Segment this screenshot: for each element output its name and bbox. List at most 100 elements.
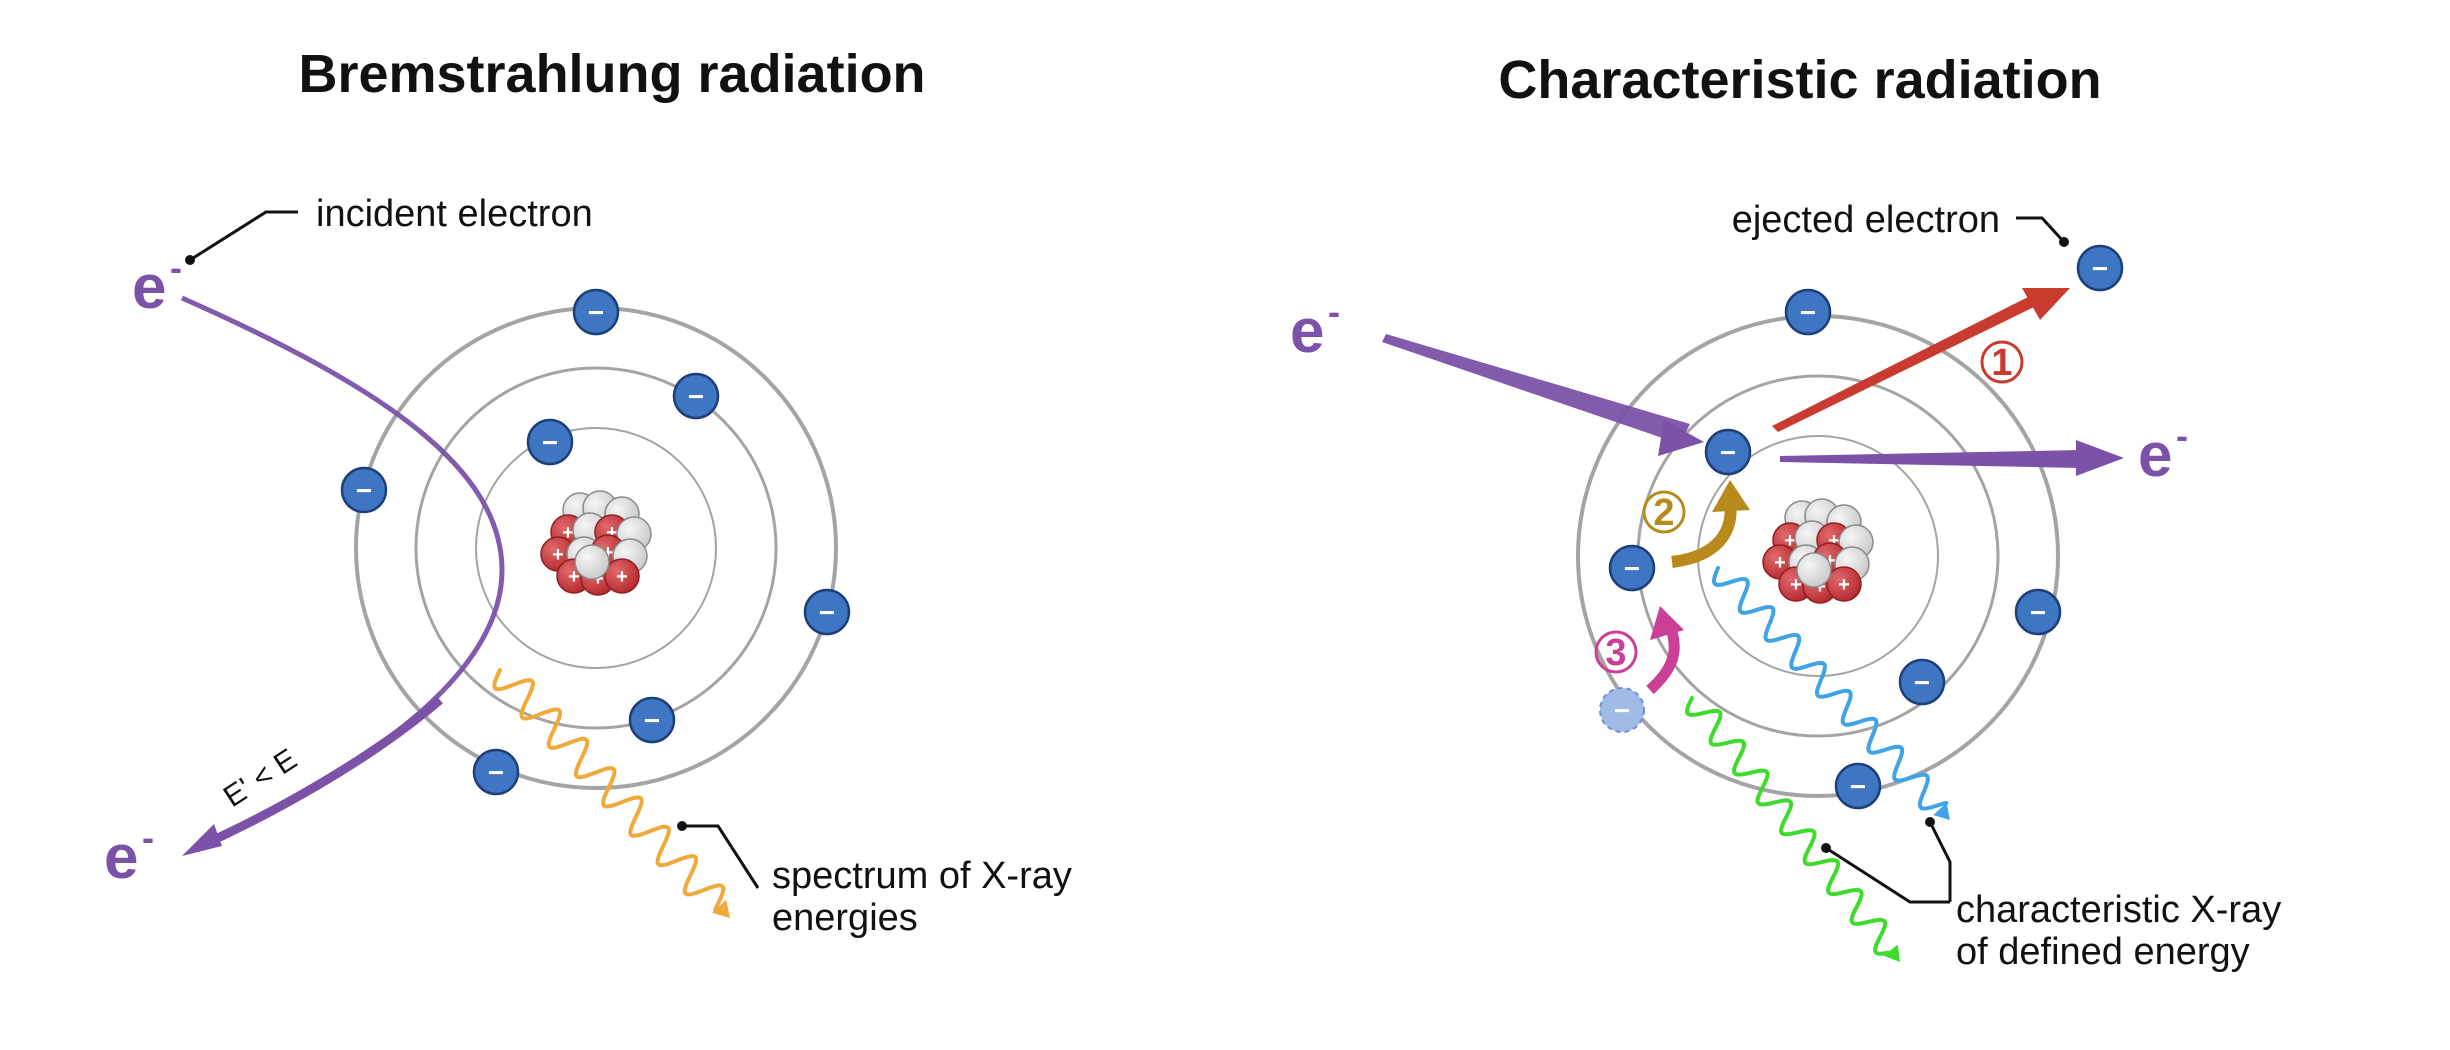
deflected-electron-symbol: e — [104, 823, 138, 892]
electron: − — [803, 588, 851, 636]
characteristic-leader-inner — [1928, 821, 1952, 902]
scattered-electron-charge: - — [2176, 415, 2188, 456]
bremsstrahlung-title: Bremstrahlung radiation — [298, 44, 925, 104]
ejection-arrow — [1772, 296, 2036, 432]
incident-electron-charge: - — [170, 247, 182, 288]
bremsstrahlung-xray-wave — [492, 668, 726, 912]
ejection-arrowhead — [2022, 288, 2070, 320]
step2-marker: 2 — [1642, 490, 1686, 534]
characteristic-leader-outer-dot — [1821, 843, 1831, 853]
bremsstrahlung-xray-arrowhead — [712, 899, 730, 918]
incident-electron-label: incident electron — [316, 193, 593, 235]
orbital-electrons: − − − − − − − — [340, 288, 851, 796]
characteristic-leader-outer — [1825, 846, 1950, 904]
characteristic-panel: Characteristic radiation +++++++ − − − − − − − — [1290, 50, 2281, 973]
scattered-electron-symbol: e — [2138, 421, 2172, 490]
incident-electron-leader — [189, 210, 298, 262]
orbital-electrons: − − − − − − − — [1608, 244, 2124, 810]
incident-electron-leader-dot — [185, 255, 195, 265]
electron-charge: − — [1800, 297, 1816, 328]
electron: − — [340, 466, 388, 514]
proton-charge: + — [1828, 530, 1840, 552]
electron-charge: − — [819, 597, 835, 628]
proton-charge: + — [1774, 552, 1786, 574]
spectrum-label-line1: spectrum of X-ray — [772, 855, 1072, 897]
incident-electron-arrowhead — [1658, 420, 1704, 456]
characteristic-xray-arrowhead-outer — [1883, 944, 1900, 962]
step1-number: 1 — [1991, 342, 2012, 384]
characteristic-xray-wave-inner — [1711, 566, 1949, 811]
vacancy-charge: − — [1614, 695, 1630, 726]
incident-electron-charge: - — [1328, 291, 1340, 332]
proton-charge: + — [616, 566, 628, 588]
middle-orbit — [414, 366, 778, 730]
ejected-electron-label: ejected electron — [1732, 199, 2000, 241]
step2-arrowhead — [1712, 480, 1750, 512]
proton-charge: + — [602, 542, 614, 564]
electron-charge: − — [488, 757, 504, 788]
electron-charge: − — [356, 475, 372, 506]
characteristic-label-line2: of defined energy — [1956, 931, 2250, 973]
electron-charge: − — [644, 705, 660, 736]
electron: − — [526, 418, 574, 466]
proton: + — [1826, 566, 1862, 602]
spectrum-leader-dot — [677, 821, 687, 831]
proton-charge: + — [1814, 576, 1826, 598]
incident-electron-symbol: e — [132, 253, 166, 322]
scattered-electron-arrow — [1780, 450, 2080, 468]
proton-charge: + — [562, 522, 574, 544]
electron-charge: − — [588, 297, 604, 328]
electron-charge: − — [1624, 553, 1640, 584]
neutron — [574, 544, 610, 580]
inner-orbit — [475, 427, 717, 669]
nucleus: +++++++ — [1762, 498, 1874, 604]
electron: − — [2014, 588, 2062, 636]
bremsstrahlung-panel: Bremstrahlung radiation +++++++ −−−−−−− … — [104, 44, 1072, 939]
electron: − — [1704, 428, 1752, 476]
deflected-electron-path — [194, 696, 443, 853]
proton-charge: + — [552, 544, 564, 566]
electron-charge: − — [1850, 771, 1866, 802]
electron-charge: − — [688, 381, 704, 412]
proton-charge: + — [592, 568, 604, 590]
proton-charge: + — [606, 522, 618, 544]
neutron — [1796, 552, 1832, 588]
electron-charge: − — [1914, 667, 1930, 698]
step3-arrowhead — [1650, 606, 1684, 640]
proton-charge: + — [568, 566, 580, 588]
electron: − — [1898, 658, 1946, 706]
electron: − — [2076, 244, 2124, 292]
deflected-electron-arrowhead — [182, 824, 222, 856]
incident-electron-symbol: e — [1290, 297, 1324, 366]
electron-charge: − — [542, 427, 558, 458]
vacancy-electron: − — [1599, 687, 1645, 733]
electron-charge: − — [2092, 253, 2108, 284]
step3-marker: 3 — [1594, 630, 1638, 674]
electron: − — [672, 372, 720, 420]
proton: + — [604, 558, 640, 594]
electron: − — [472, 748, 520, 796]
electron: − — [1784, 288, 1832, 336]
electron: − — [572, 288, 620, 336]
characteristic-leader-inner-dot — [1925, 817, 1935, 827]
step2-number: 2 — [1653, 492, 1674, 534]
electron: − — [1608, 544, 1656, 592]
proton-charge: + — [1790, 574, 1802, 596]
incident-electron-arrow — [1382, 334, 1690, 444]
spectrum-label-line2: energies — [772, 897, 918, 939]
characteristic-xray-wave-outer — [1684, 696, 1890, 956]
nucleus: +++++++ — [540, 490, 652, 596]
proton-charge: + — [1824, 550, 1836, 572]
electron: − — [1834, 762, 1882, 810]
electron: − — [628, 696, 676, 744]
electron-charge: − — [1720, 437, 1736, 468]
spectrum-leader — [682, 824, 760, 889]
characteristic-label-line1: characteristic X-ray — [1956, 889, 2281, 931]
proton-charge: + — [1838, 574, 1850, 596]
ejected-electron-leader — [2016, 216, 2066, 244]
characteristic-xray-arrowhead-inner — [1933, 802, 1950, 820]
characteristic-title: Characteristic radiation — [1498, 50, 2101, 110]
deflected-electron-charge: - — [142, 817, 154, 858]
scattered-electron-arrowhead — [2076, 440, 2124, 476]
